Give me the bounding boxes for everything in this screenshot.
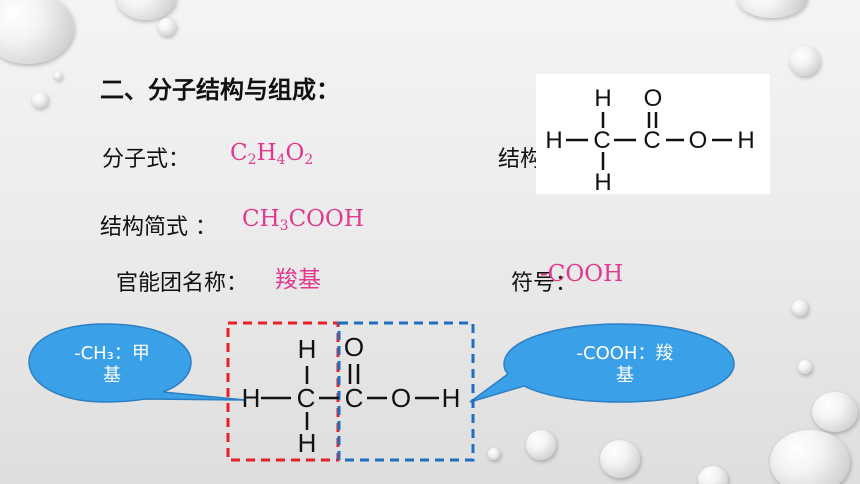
- atom-c: C: [297, 383, 316, 413]
- water-drop: [790, 46, 820, 76]
- atom-h: H: [594, 169, 611, 194]
- water-drop: [737, 0, 807, 18]
- functional-group-name-label: 官能团名称：: [116, 271, 249, 296]
- condensed-formula: CH3COOH: [242, 206, 364, 234]
- water-drop: [812, 392, 858, 432]
- molecular-formula: C2H4O2: [230, 140, 314, 168]
- water-drop: [488, 448, 500, 460]
- water-drop: [600, 440, 640, 478]
- symbol-label: 符号：: [511, 271, 578, 296]
- right-bubble-text: -COOH：羧 基: [576, 343, 674, 386]
- functional-group-name: 羧基: [275, 267, 321, 293]
- water-drop: [32, 92, 48, 108]
- methyl-group-box: [226, 321, 340, 462]
- structural-formula-image: H O H C C O H H: [536, 74, 770, 194]
- atom-h: H: [298, 334, 317, 364]
- atom-c: C: [593, 127, 610, 154]
- atom-h: H: [442, 383, 461, 413]
- atom-h: H: [594, 85, 611, 112]
- water-drop: [0, 0, 74, 64]
- atom-h: H: [545, 127, 562, 154]
- atom-c: C: [345, 383, 364, 413]
- atom-h: H: [298, 428, 317, 458]
- water-drop: [798, 360, 812, 374]
- water-drop: [526, 430, 556, 460]
- atom-o: O: [391, 383, 411, 413]
- section-heading: 二、分子结构与组成：: [100, 76, 340, 104]
- symbol-value: -COOH: [540, 261, 624, 287]
- water-drop: [698, 466, 728, 484]
- left-speech-bubble: [28, 323, 246, 403]
- atom-o: O: [344, 332, 364, 362]
- water-drop: [116, 0, 176, 20]
- water-drop: [792, 300, 808, 316]
- water-drop: [54, 72, 62, 80]
- atom-h: H: [242, 383, 261, 413]
- condensed-formula-label: 结构简式 ：: [100, 215, 217, 240]
- atom-o: O: [644, 85, 663, 112]
- structural-formula-label: 结构: [498, 147, 543, 172]
- highlighted-structure: H O H C C O H H: [215, 318, 485, 466]
- carboxyl-group-box: [337, 321, 475, 462]
- molecular-formula-label: 分子式：: [102, 147, 191, 172]
- atom-o: O: [689, 127, 708, 154]
- water-drop: [158, 18, 176, 36]
- right-speech-bubble: [469, 323, 735, 403]
- left-bubble-text: -CH₃：甲 基: [74, 343, 150, 386]
- atom-c: C: [643, 127, 660, 154]
- atom-h: H: [737, 127, 754, 154]
- water-drop: [770, 430, 850, 484]
